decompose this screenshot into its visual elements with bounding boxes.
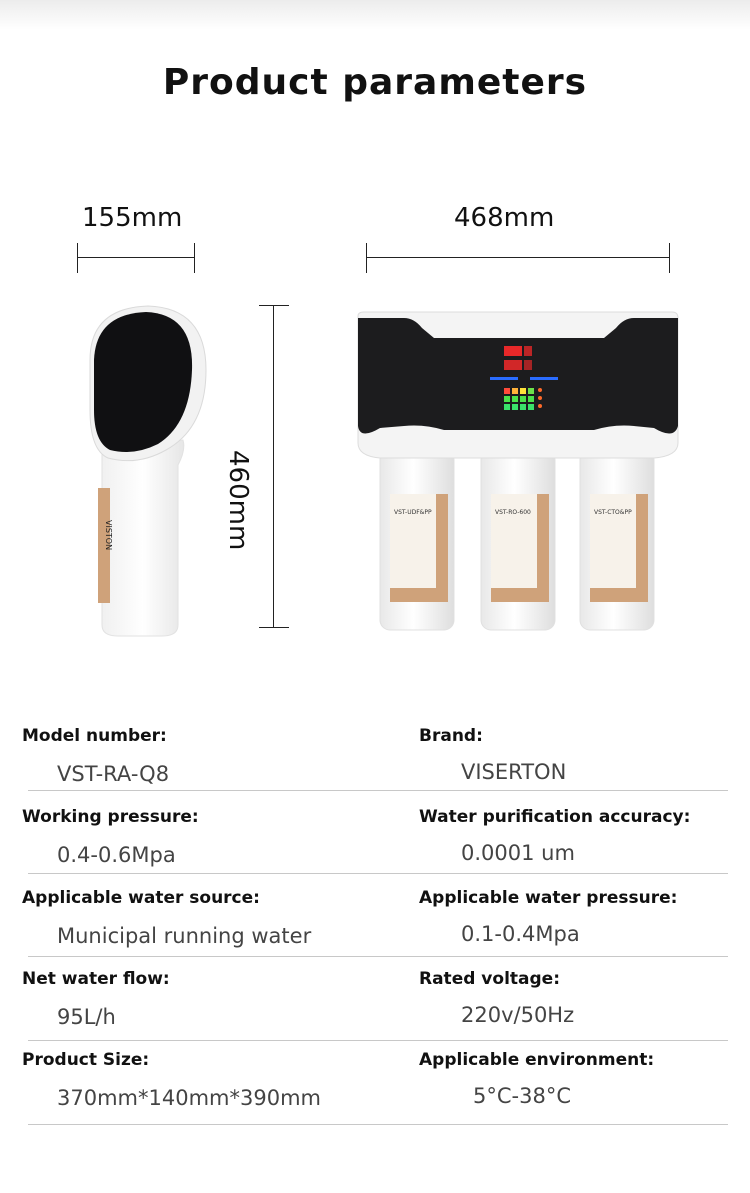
side-view-product: VISTON [89,305,207,637]
divider [28,790,728,791]
divider [28,956,728,957]
param-value: Municipal running water [57,924,312,948]
side-width-line [77,257,195,258]
param-value: 95L/h [57,1005,116,1029]
param-label: Product Size: [22,1050,150,1070]
divider [28,1124,728,1125]
divider [28,1040,728,1041]
side-width-tick-left [77,243,78,273]
param-label: Rated voltage: [419,969,560,989]
param-value: 0.4-0.6Mpa [57,843,176,867]
front-width-label: 468mm [454,203,555,233]
divider [28,873,728,874]
front-width-line [366,257,670,258]
top-shade [0,0,750,30]
front-width-tick-left [366,243,367,273]
param-label: Net water flow: [22,969,170,989]
param-label: Applicable environment: [419,1050,655,1070]
param-label: Brand: [419,726,483,746]
param-value: 370mm*140mm*390mm [57,1086,321,1110]
filter-label-1: VST-UDF&PP [394,509,432,516]
param-label: Water purification accuracy: [419,807,691,827]
param-label: Applicable water source: [22,888,260,908]
param-label: Model number: [22,726,167,746]
param-label: Applicable water pressure: [419,888,678,908]
param-value: 5°C-38°C [473,1084,571,1108]
front-width-tick-right [669,243,670,273]
filter-label-3: VST-CTO&PP [594,509,632,516]
param-value: VISERTON [461,760,567,784]
height-label: 460mm [223,450,253,551]
param-value: 0.0001 um [461,841,575,865]
front-view-product: VST-UDF&PP VST-RO-600 VST-CTO&PP [357,311,679,631]
height-tick-top [259,305,289,306]
param-value: 0.1-0.4Mpa [461,922,580,946]
height-tick-bottom [259,627,289,628]
side-width-label: 155mm [82,203,183,233]
page-title: Product parameters [162,62,588,103]
param-label: Working pressure: [22,807,199,827]
side-width-tick-right [194,243,195,273]
filter-label-2: VST-RO-600 [495,509,531,516]
param-value: 220v/50Hz [461,1003,575,1027]
param-value: VST-RA-Q8 [57,762,170,786]
height-line [273,305,274,627]
svg-text:VISTON: VISTON [104,520,113,550]
